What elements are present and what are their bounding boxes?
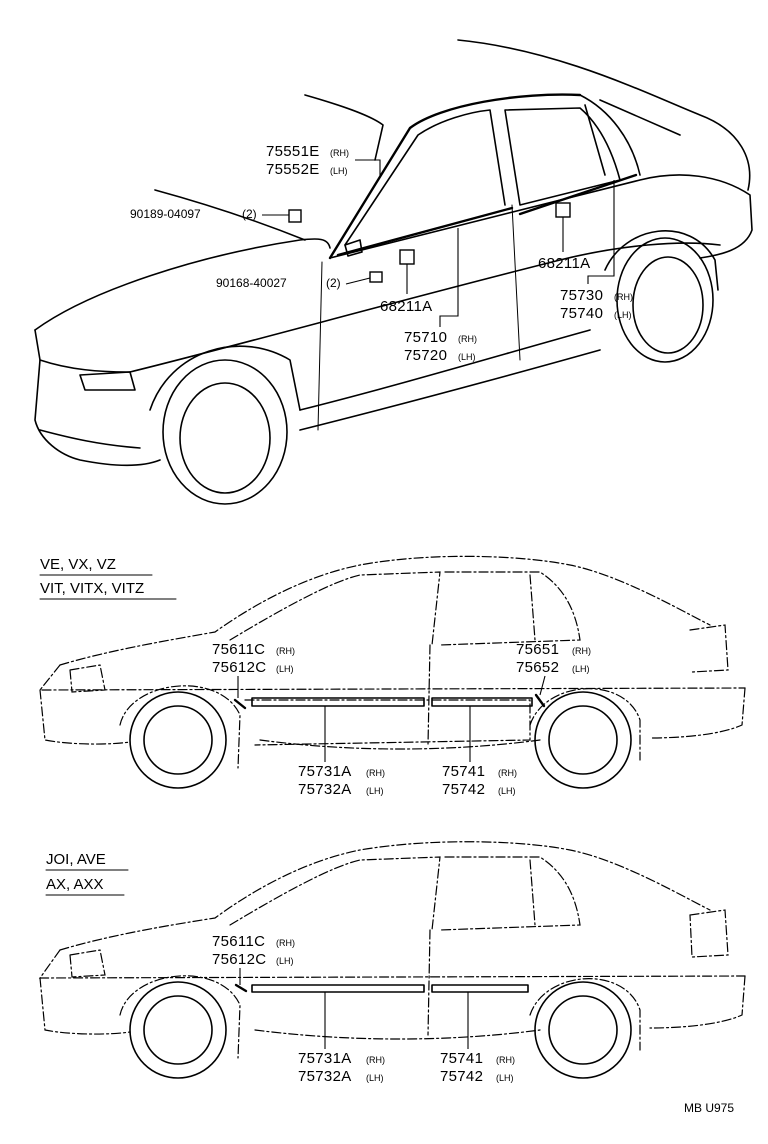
front-fender-rh: 75611C [212, 933, 265, 950]
grade-line-2: VIT, VITX, VITZ [40, 580, 144, 597]
rear-door-lh: 75742 [442, 781, 485, 798]
rear-door-lh: 75742 [440, 1068, 483, 1085]
windshield-molding-lh: 75552E [266, 161, 320, 178]
clip-front-label: 68211A [380, 298, 432, 315]
top-car-drawing [34, 39, 753, 505]
side-rh: (RH) [572, 646, 591, 656]
screw-1-qty: (2) [242, 207, 257, 221]
side-car-2-drawing [38, 841, 746, 1079]
side-rh: (RH) [330, 148, 349, 158]
side-rh: (RH) [366, 768, 385, 778]
front-fender-lh: 75612C [212, 951, 266, 968]
front-door-rh: 75731A [298, 1050, 352, 1067]
side-lh: (LH) [366, 786, 384, 796]
rear-belt-rh: 75730 [560, 287, 603, 304]
diagram-code: MB U975 [684, 1101, 734, 1115]
front-fender-rh: 75611C [212, 641, 265, 658]
side-car-1-drawing [38, 555, 746, 789]
side-lh: (LH) [366, 1073, 384, 1083]
front-belt-lh: 75720 [404, 347, 447, 364]
grade-line-2: AX, AXX [46, 876, 104, 893]
front-belt-rh: 75710 [404, 329, 447, 346]
rear-door-rh: 75741 [442, 763, 485, 780]
side-lh: (LH) [276, 664, 294, 674]
side-lh: (LH) [572, 664, 590, 674]
side-rh: (RH) [498, 768, 517, 778]
side-lh: (LH) [330, 166, 348, 176]
side-2-labels: JOI, AVE AX, AXX 75611C (RH) 75612C (LH)… [45, 851, 515, 1085]
windshield-molding-rh: 75551E [266, 143, 320, 160]
rear-quarter-rh: 75651 [516, 641, 559, 658]
front-fender-lh: 75612C [212, 659, 266, 676]
side-lh: (LH) [498, 786, 516, 796]
screw-2-qty: (2) [326, 276, 341, 290]
top-labels: 75551E (RH) 75552E (LH) 90189-04097 (2) … [130, 143, 633, 364]
grade-line-1: JOI, AVE [46, 851, 106, 868]
side-rh: (RH) [276, 938, 295, 948]
screw-2-part: 90168-40027 [216, 276, 287, 290]
side-lh: (LH) [276, 956, 294, 966]
side-lh: (LH) [458, 352, 476, 362]
side-rh: (RH) [458, 334, 477, 344]
side-lh: (LH) [496, 1073, 514, 1083]
side-rh: (RH) [366, 1055, 385, 1065]
rear-quarter-lh: 75652 [516, 659, 559, 676]
grade-line-1: VE, VX, VZ [40, 556, 116, 573]
screw-1-part: 90189-04097 [130, 207, 201, 221]
rear-belt-lh: 75740 [560, 305, 603, 322]
front-door-lh: 75732A [298, 781, 352, 798]
side-lh: (LH) [614, 310, 632, 320]
front-door-lh: 75732A [298, 1068, 352, 1085]
side-rh: (RH) [496, 1055, 515, 1065]
side-rh: (RH) [276, 646, 295, 656]
front-door-rh: 75731A [298, 763, 352, 780]
side-1-labels: VE, VX, VZ VIT, VITX, VITZ 75611C (RH) 7… [39, 556, 591, 798]
rear-door-rh: 75741 [440, 1050, 483, 1067]
clip-rear-label: 68211A [538, 255, 590, 272]
side-rh: (RH) [614, 292, 633, 302]
